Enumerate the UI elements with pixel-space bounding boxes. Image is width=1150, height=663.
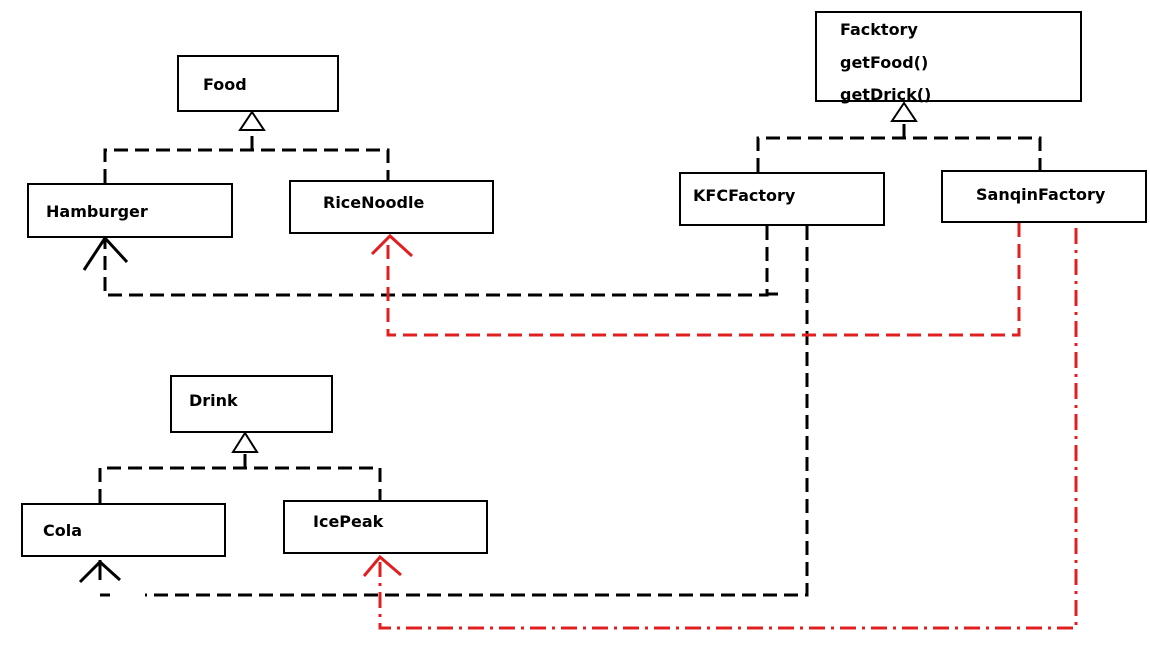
- icepeak-dependency-arrowhead: [362, 554, 402, 577]
- hamburger-class-name: Hamburger: [46, 202, 148, 221]
- food-inheritance-connector: [103, 130, 390, 183]
- factory-inheritance-connector: [756, 121, 1042, 172]
- kfc-to-cola-dependency: [78, 226, 809, 597]
- hamburger-dependency-arrowhead: [82, 235, 129, 271]
- factory-class-name: Facktory: [840, 20, 918, 39]
- icepeak-class-name: IcePeak: [313, 512, 384, 531]
- ricenoodle-dependency-arrowhead: [370, 233, 414, 258]
- drink-inheritance-connector: [98, 452, 382, 503]
- food-class-box: Food: [177, 55, 339, 112]
- kfcfactory-class-name: KFCFactory: [693, 186, 796, 205]
- icepeak-class-box: IcePeak: [283, 500, 488, 554]
- drink-class-box: Drink: [170, 375, 333, 433]
- ricenoodle-class-name: RiceNoodle: [323, 193, 425, 212]
- sanqin-to-icepeak-dependency: [362, 228, 1078, 630]
- drink-inheritance-arrowhead: [231, 431, 259, 453]
- factory-inheritance-arrowhead: [890, 101, 918, 122]
- ricenoodle-class-box: RiceNoodle: [289, 180, 494, 234]
- hamburger-class-box: Hamburger: [27, 183, 233, 238]
- sanqinfactory-class-box: SanqinFactory: [941, 170, 1147, 223]
- sanqinfactory-class-name: SanqinFactory: [976, 185, 1106, 204]
- drink-class-name: Drink: [189, 391, 238, 410]
- factory-method-getdrick: getDrick(): [840, 85, 932, 104]
- kfcfactory-class-box: KFCFactory: [679, 172, 885, 226]
- kfc-to-hamburger-dependency: [82, 226, 778, 297]
- cola-class-box: Cola: [21, 503, 226, 557]
- factory-method-getfood: getFood(): [840, 53, 929, 72]
- food-class-name: Food: [203, 75, 247, 94]
- cola-dependency-arrowhead: [78, 559, 122, 584]
- cola-class-name: Cola: [43, 521, 83, 540]
- food-inheritance-arrowhead: [238, 110, 266, 131]
- sanqin-to-ricenoodle-dependency: [370, 223, 1021, 337]
- factory-class-box: Facktory getFood() getDrick(): [815, 11, 1082, 104]
